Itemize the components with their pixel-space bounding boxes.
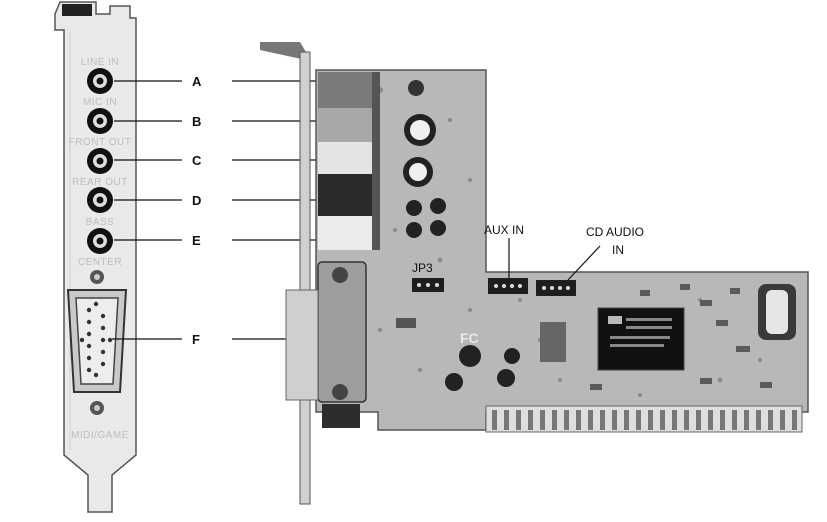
port-label-rear-out: REAR OUT: [72, 177, 128, 188]
game-port-screw-top: [90, 270, 104, 284]
card-game-port: [285, 261, 367, 428]
audio-jack-line-in: [87, 68, 113, 94]
components-lower: [396, 318, 566, 391]
card-jack-block: [318, 72, 380, 250]
game-port-screw-bottom: [90, 401, 104, 415]
callout-b: B: [192, 114, 201, 129]
port-label-front-out: FRONT OUT: [69, 137, 132, 148]
label-jp3: JP3: [412, 261, 433, 275]
callout-d: D: [192, 193, 201, 208]
smd-components: [590, 284, 772, 390]
circuit-board: [315, 69, 809, 431]
pci-edge-connector: [485, 405, 803, 433]
card-bracket-side: [260, 42, 311, 505]
label-aux-in: AUX IN: [484, 223, 524, 237]
port-label-center: CENTER: [78, 257, 122, 268]
label-cd-audio-in: IN: [612, 243, 624, 257]
audio-jack-rear-out: [87, 187, 113, 213]
audio-jack-front-out: [87, 148, 113, 174]
audio-chip: [597, 307, 685, 371]
callout-c: C: [192, 153, 202, 168]
callout-lines: [112, 80, 318, 340]
game-port-connector: [66, 289, 128, 393]
callout-a: A: [192, 74, 202, 89]
jumper-jp3: [412, 278, 444, 292]
port-label-midi-game: MIDI/GAME: [71, 430, 129, 441]
label-fc-mark: FC: [460, 330, 479, 346]
port-label-line-in: LINE IN: [81, 57, 120, 68]
label-cd-audio: CD AUDIO: [586, 225, 644, 239]
callout-f: F: [192, 332, 200, 347]
audio-jack-mic-in: [87, 108, 113, 134]
crystal-oscillator: [758, 284, 796, 340]
audio-jack-bass-center: [87, 228, 113, 254]
callout-e: E: [192, 233, 201, 248]
cd-audio-in-header: [536, 280, 576, 296]
capacitors-top: [403, 80, 446, 238]
port-label-mic-in: MIC IN: [83, 97, 117, 108]
aux-in-header: [488, 278, 528, 294]
port-label-bass: BASS: [86, 217, 115, 228]
